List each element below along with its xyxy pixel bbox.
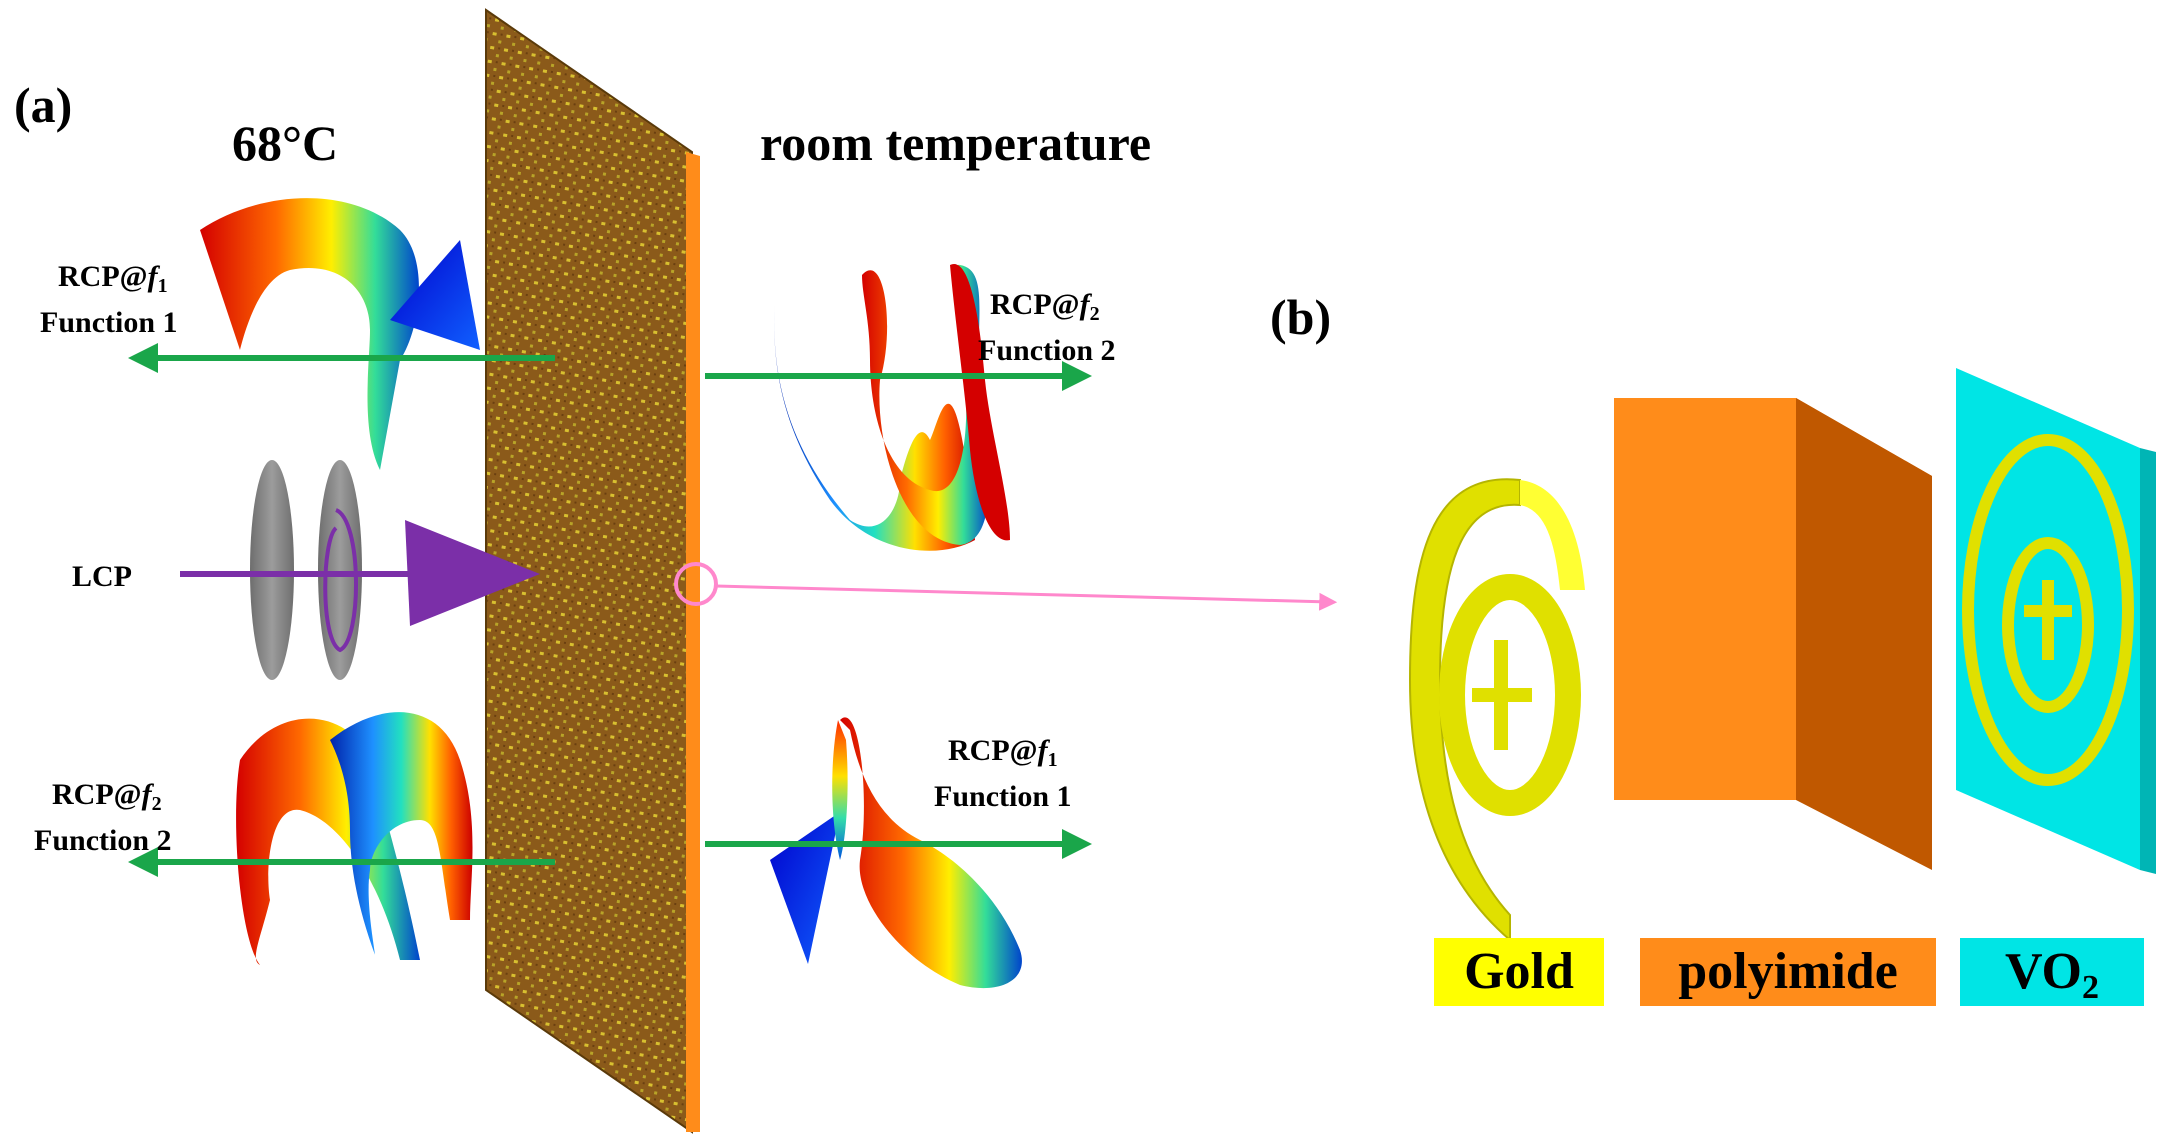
beam-lower-left-label: RCP@f2 xyxy=(52,778,162,815)
right-temperature-label: room temperature xyxy=(760,115,1151,171)
left-temperature-label: 68°C xyxy=(232,115,338,171)
vo2-layer xyxy=(1956,368,2156,874)
beam-upper-left-function: Function 1 xyxy=(40,306,178,339)
legend-label-vo2: VO2 xyxy=(2005,943,2099,1006)
helical-wave-surface xyxy=(862,264,989,545)
waveplate-disk xyxy=(250,460,294,680)
metasurface-edge xyxy=(686,152,700,1132)
beam-lower-right-label: RCP@f1 xyxy=(948,734,1058,771)
inner-ring xyxy=(1439,574,1581,816)
beam-lower-right-function: Function 1 xyxy=(934,780,1072,813)
beam-lower-left-function: Function 2 xyxy=(34,824,172,857)
metasurface-slab xyxy=(485,8,700,1134)
helical-wave-surface xyxy=(774,300,975,551)
beam-upper-right-function: Function 2 xyxy=(978,334,1116,367)
helical-wave-surface xyxy=(330,712,473,955)
beam-upper-right xyxy=(705,263,1092,551)
wave-lobe xyxy=(770,812,840,964)
polarization-rotation-icon xyxy=(323,508,358,653)
vo2-outer-ring xyxy=(1962,434,2134,786)
polyimide-block xyxy=(1614,398,1932,870)
helical-wave-surface xyxy=(200,198,419,470)
beam-upper-left xyxy=(128,198,555,470)
unit-cell-marker xyxy=(674,562,718,606)
legend-label-polyimide: polyimide xyxy=(1678,943,1898,1000)
input-beam-label: LCP xyxy=(72,560,132,593)
gold-resonator xyxy=(1408,478,1585,943)
panel-a-tag: (a) xyxy=(14,77,72,133)
legend-swatch-gold xyxy=(1434,938,1604,1006)
input-beam xyxy=(180,460,540,680)
helical-wave-surface xyxy=(840,717,1022,989)
lcp-arrowhead xyxy=(405,520,540,626)
beam-upper-left-label: RCP@f1 xyxy=(58,260,168,297)
legend-swatch-polyimide xyxy=(1640,938,1936,1006)
panel-b-tag: (b) xyxy=(1270,289,1331,345)
wave-lobe xyxy=(390,240,480,350)
inner-stub xyxy=(1472,688,1532,702)
beam-lower-left xyxy=(128,712,555,965)
beam-upper-right-label: RCP@f2 xyxy=(990,288,1100,325)
outer-ring-segment xyxy=(1520,480,1585,590)
vo2-inner-ring xyxy=(2002,537,2094,713)
zoom-arrow xyxy=(715,584,1338,611)
legend-label-gold: Gold xyxy=(1464,943,1574,1000)
beam-lower-right xyxy=(705,717,1092,989)
layer-legend: Gold polyimide VO2 xyxy=(1434,938,2144,1006)
wave-lobe xyxy=(950,263,1010,541)
wave-lobe xyxy=(832,720,848,860)
legend-swatch-vo2 xyxy=(1960,938,2144,1006)
vo2-stub xyxy=(2042,580,2054,660)
